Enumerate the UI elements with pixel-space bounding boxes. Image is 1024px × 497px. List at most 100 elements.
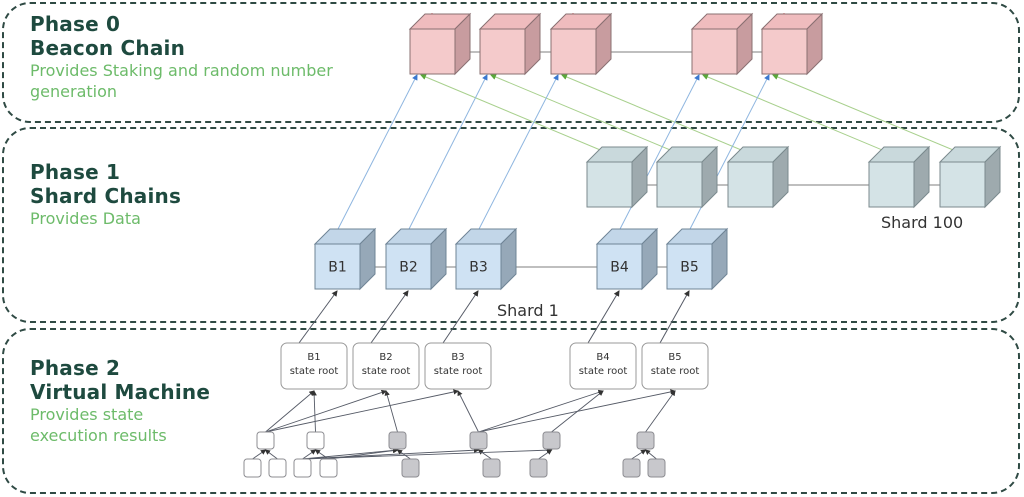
state-root-link [587,290,620,344]
block-label: B1 [328,260,347,276]
tree-edge [265,389,387,433]
block-front-face [314,243,361,290]
phase-0-title: Beacon Chain [30,36,186,60]
state-root-rect [280,342,348,390]
state-tree-node [388,431,407,450]
state-tree-leaf [647,458,666,478]
block-front-face [409,28,456,75]
block-front-face [479,28,526,75]
block-label: B2 [399,260,418,276]
block-label: B4 [610,260,629,276]
blocks: B1 B2 B3 B4 B5 [313,12,1002,291]
crosslink-shard-1 [477,74,559,232]
crosslink-shard-100 [561,74,759,158]
shard-100-block [726,145,790,209]
shard-1-block: B5 [665,227,729,291]
tree-edge [538,449,553,460]
state-tree-node [542,431,561,450]
crosslink-shard-100 [420,74,618,158]
state-root-block-label: B4 [596,352,609,363]
phase-0-desc-line2: generation [30,82,118,101]
state-tree-node [306,431,325,450]
state-root-link [442,290,479,344]
state-tree-leaf [293,458,312,478]
block-front-face [550,28,597,75]
phase-1-text: Phase 1 Shard Chains Provides Data [30,160,181,229]
state-tree-node [256,431,275,450]
block-front-face [656,161,703,208]
block-label: B5 [680,260,699,276]
block-front-face [727,161,774,208]
tree-edge [645,390,676,433]
tree-edge [311,390,317,433]
phase-1-panel [2,127,1020,323]
phase-1-number: Phase 1 [30,160,121,184]
tree-edge [477,449,492,460]
state-root-rect [424,342,492,390]
shard-1-label: Shard 1 [497,301,559,320]
state-root-label: state root [651,366,700,377]
tree-edge [302,447,553,460]
crosslink-shard-1 [407,74,488,232]
tree-edge [631,449,647,460]
shard-1-block: B3 [454,227,518,291]
state-root-box: B5 state root [641,342,709,390]
state-root-label: state root [434,366,483,377]
block-front-face [868,161,915,208]
state-root-block-label: B3 [451,352,464,363]
phase-2-text: Phase 2 Virtual Machine Provides state e… [30,356,210,446]
block-front-face [586,161,633,208]
phase-0-number: Phase 0 [30,12,121,36]
shard-1-block: B4 [595,227,659,291]
state-tree-leaf [268,458,287,478]
state-root-block-label: B2 [379,352,392,363]
phase-2-number: Phase 2 [30,356,121,380]
phase-2-desc-line1: Provides state [30,405,144,424]
crosslink-shard-1 [336,74,418,232]
state-root-link [370,290,409,344]
state-root-rect [641,342,709,390]
block-label: B3 [469,260,488,276]
shard-1-block: B2 [384,227,448,291]
shard-100-block [867,145,931,209]
block-front-face [385,243,432,290]
block-front-face [761,28,808,75]
shard-1-block: B1 [313,227,377,291]
phase-1-title: Shard Chains [30,184,182,208]
block-front-face [596,243,643,290]
phase-2-desc-line2: execution results [30,426,167,445]
state-root-label: state root [579,366,628,377]
tree-edge [302,447,399,460]
state-tree-leaf [482,458,501,478]
phase-2-panel [2,328,1020,494]
crosslinks [336,74,971,232]
state-root-rect [352,342,420,390]
phase-0-panel [2,2,1020,123]
state-root-link [298,290,338,344]
tree-edge [396,449,411,460]
shard-100-block [655,145,719,209]
tree-edge [252,449,267,460]
tree-edge [264,449,278,460]
tree-edge [478,389,604,433]
shard-100-label: Shard 100 [881,213,964,232]
state-tree-node [469,431,488,450]
tree-edge [384,390,398,433]
tree-edge [644,449,657,460]
phase-1-desc: Provides Data [30,209,141,228]
beacon-block [760,12,824,76]
state-tree-leaf [401,458,420,478]
state-tree-leaf [529,458,548,478]
beacon-block [549,12,613,76]
state-root-block-label: B5 [668,352,681,363]
state-root-box: B4 state root [569,342,637,390]
phase-0-desc-line1: Provides Staking and random number [30,61,333,80]
shard-100-block [585,145,649,209]
state-tree-leaf [319,458,338,478]
crosslink-shard-100 [772,74,971,158]
tree-edge [265,390,315,433]
state-tree-leaf [243,458,262,478]
crosslink-shard-100 [490,74,688,158]
